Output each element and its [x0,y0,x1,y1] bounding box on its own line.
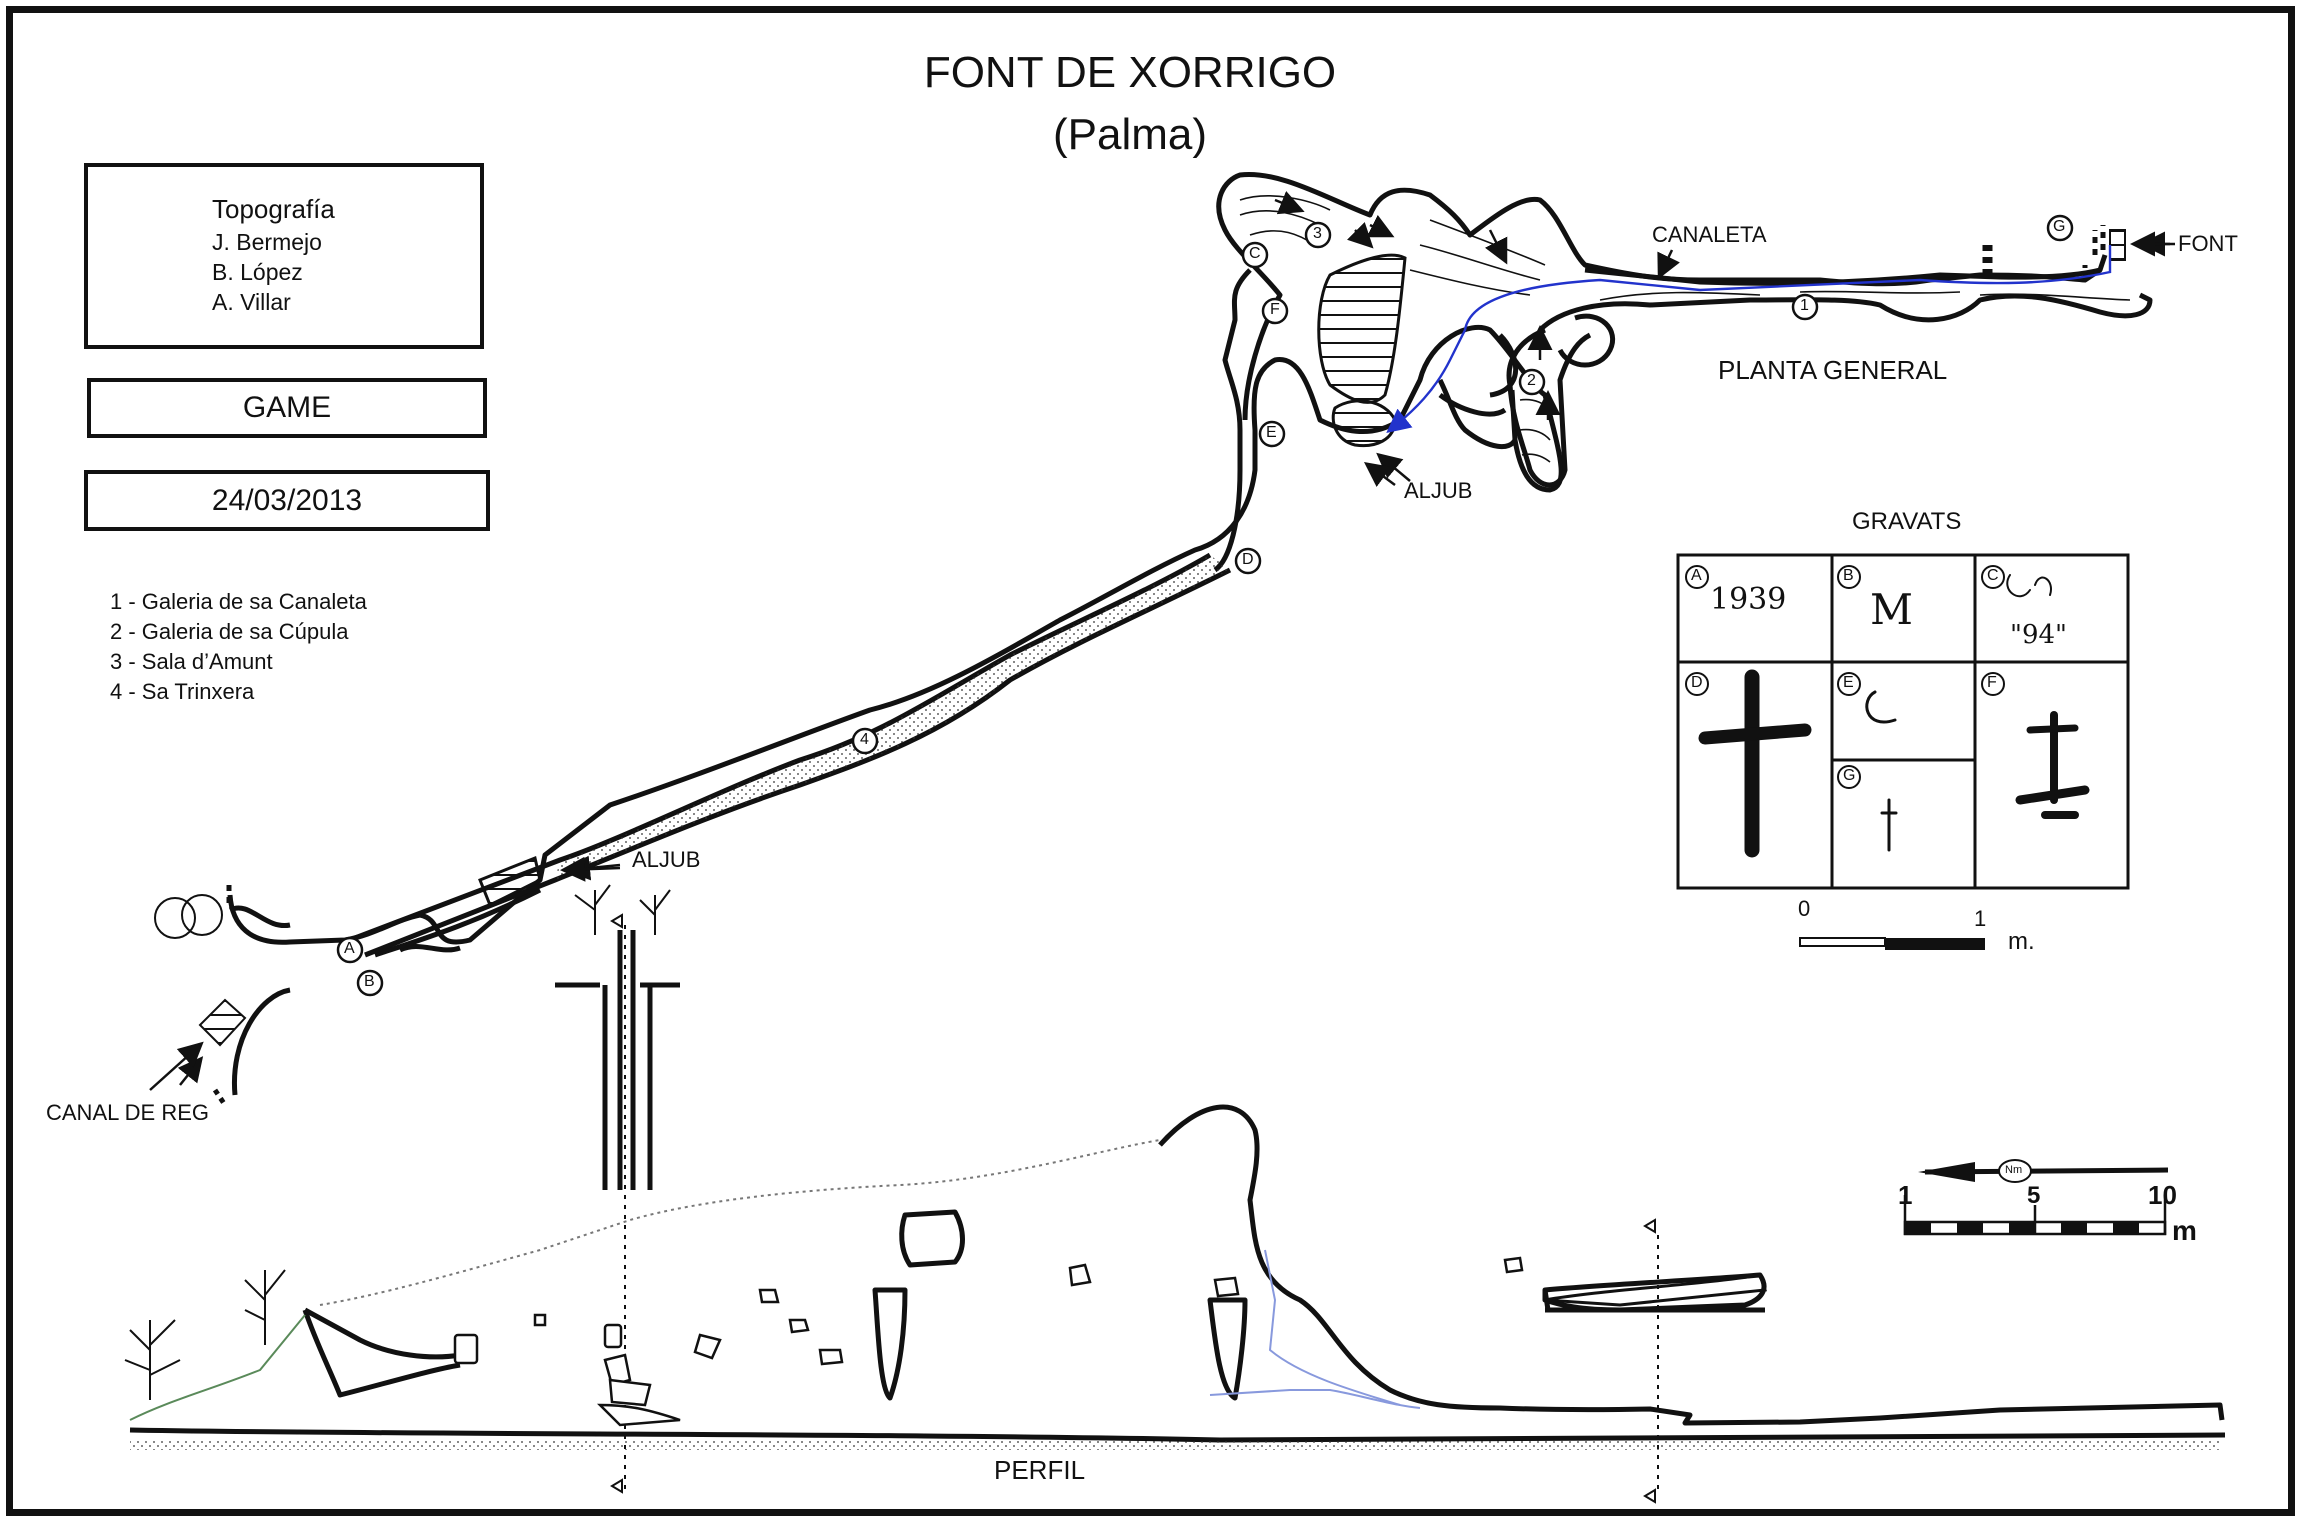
gravat-text-a: 1939 [1710,582,1787,617]
zone-legend: 1 - Galeria de sa Canaleta 2 - Galeria d… [110,587,367,707]
hatched-aljub-lower [478,855,542,908]
surface-line [319,1139,1161,1306]
scale-end: 10 [2148,1180,2177,1210]
profile-rocks [453,1256,1524,1427]
canal-arrow [149,1041,204,1091]
legend-item: 2 - Galeria de sa Cúpula [110,619,349,644]
legend-item: 1 - Galeria de sa Canaleta [110,589,367,614]
marker-d: D [1242,551,1254,568]
surface-grass [129,1314,306,1421]
scale-mid: 5 [2027,1182,2041,1209]
main-scale-bar [1903,1195,2167,1236]
plan-canaleta-gallery [1538,225,2153,332]
group-box: GAME [87,378,487,438]
legend-item: 3 - Sala d’Amunt [110,649,273,674]
group-name: GAME [242,391,332,424]
gallery-floor-fill [555,555,1230,880]
gravats-scale-white [1799,937,1886,947]
gravat-text-b: M [1870,585,1914,634]
gravats-scale-unit: m. [2008,928,2035,955]
canal-wall [231,987,291,1096]
hatched-chamber [1317,253,1407,404]
credits-box: Topografía J. Bermejo B. López A. Villar [84,163,484,349]
plan-lower-branches [1437,327,1592,488]
plan-general-label: PLANTA GENERAL [1718,355,1948,385]
profile-trees [124,884,671,1400]
gravat-id-d: D [1691,674,1703,691]
canal-de-reg-label: CANAL DE REG [46,1100,210,1125]
date-box: 24/03/2013 [84,470,490,531]
engraving-crosses [1698,574,2090,858]
credit-author: J. Bermejo [212,229,322,255]
marker-a: A [344,940,355,957]
profile-floor [130,1440,2220,1450]
gravats-scale-black [1885,938,1985,950]
hatched-aljub-upper [1331,399,1397,448]
north-label: Nm [2005,1164,2023,1176]
gravat-id-f: F [1987,674,1997,691]
gravat-id-e: E [1843,674,1854,691]
plan-marker-circles [336,214,2074,997]
marker-e: E [1266,424,1277,441]
zone-1: 1 [1800,297,1809,314]
map-subtitle: (Palma) [1052,110,1208,159]
gravat-id-b: B [1843,567,1854,584]
credits-heading: Topografía [212,194,335,224]
map-title: FONT DE XORRIGO [923,48,1337,97]
profile-outline [129,930,2226,1443]
font-label: FONT [2178,231,2238,256]
gravats-grid [1676,553,2130,890]
survey-date: 24/03/2013 [211,483,363,517]
gravat-id-c: C [1987,567,1999,584]
gravat-text-c: "94" [2010,620,2068,650]
zone-4: 4 [860,731,869,748]
gravat-id-a: A [1691,567,1702,584]
zone-2: 2 [1527,372,1536,389]
gravat-id-g: G [1843,767,1856,784]
zone-3: 3 [1313,225,1322,242]
gravats-title: GRAVATS [1852,508,1962,535]
scale-unit: m [2172,1215,2197,1246]
plan-shrubs [154,894,223,939]
canaleta-label: CANALETA [1652,222,1767,247]
slope-arrows [177,190,2170,1086]
canal-icon [198,998,247,1047]
legend-item: 4 - Sa Trinxera [110,679,255,704]
credit-author: A. Villar [212,289,291,315]
marker-g: G [2053,218,2066,235]
aljub-upper-label: ALJUB [1404,478,1473,503]
aljub-lower-label: ALJUB [632,847,701,872]
marker-f: F [1270,301,1280,318]
section-markers [610,913,1659,1504]
marker-c: C [1249,245,1261,262]
gravats-scale-end: 1 [1974,906,1987,931]
font-spring [2109,229,2126,261]
gravats-cell-markers [1685,565,2005,789]
north-arrow [1918,1159,2169,1183]
scale-start: 1 [1898,1180,1913,1210]
credit-author: B. López [212,259,303,285]
water-channel [1386,245,2112,433]
marker-b: B [364,973,375,990]
map-frame [6,6,2295,1516]
profile-water [1209,1389,1421,1409]
perfil-label: PERFIL [994,1455,1086,1485]
gravats-scale-start: 0 [1798,896,1811,921]
